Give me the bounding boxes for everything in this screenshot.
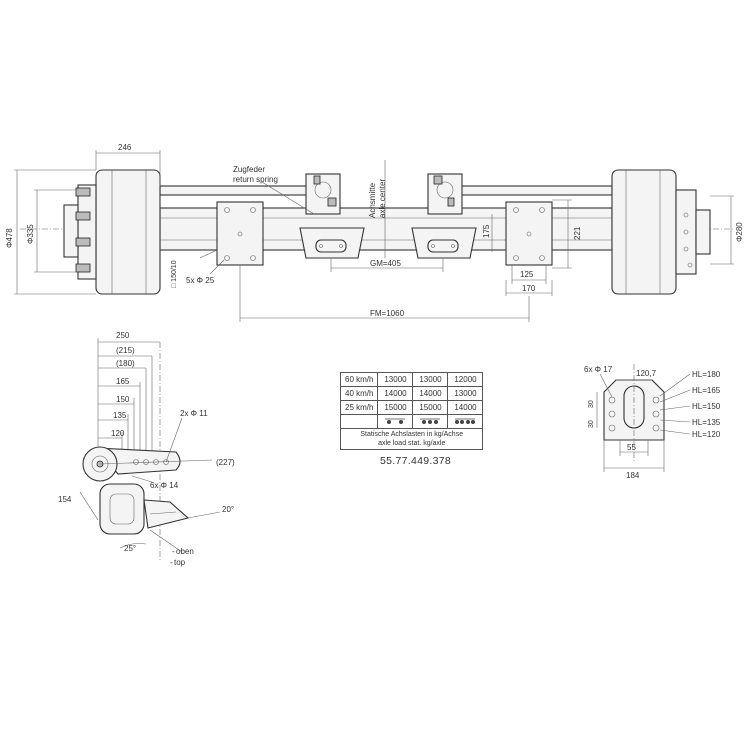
svg-text:-: - <box>170 558 173 567</box>
top-label-de: oben <box>176 547 194 556</box>
dim-120: 120 <box>111 429 125 438</box>
bracket-view: 6x Φ 17 120,7 30 30 HL=180 HL=165 HL=150… <box>584 364 721 480</box>
camshaft-right <box>459 185 613 196</box>
table-row: 40 km/h 14000 14000 13000 <box>339 386 484 401</box>
dim-dia-478: Φ478 <box>5 228 14 248</box>
spring-label-de: Zugfeder <box>233 165 265 174</box>
load-table: 60 km/h 13000 13000 12000 40 km/h 14000 … <box>339 372 484 450</box>
table-note-row: Statische Achslasten in kg/Achse axle lo… <box>339 428 484 450</box>
hl-150: HL=150 <box>692 402 721 411</box>
axle-config-icon <box>377 414 414 429</box>
dim-120-7: 120,7 <box>636 369 657 378</box>
center-label-de: Achsmitte <box>368 182 377 218</box>
camshaft-left <box>159 185 311 196</box>
dim-150: 150 <box>116 395 130 404</box>
holes-14: 6x Φ 14 <box>150 481 179 490</box>
dim-180: (180) <box>116 359 135 368</box>
spring-seat-left <box>216 201 264 266</box>
dim-246: 246 <box>118 143 132 152</box>
load-cell: 13000 <box>377 372 414 387</box>
side-view: 250 (215) (180) 165 150 135 120 2x Φ 11 … <box>58 331 235 567</box>
dim-227: (227) <box>216 458 235 467</box>
angle-25: 25° <box>124 544 136 553</box>
chamber-bracket-right <box>411 227 477 259</box>
table-row: 25 km/h 15000 15000 14000 <box>339 400 484 415</box>
square-tube <box>99 483 145 535</box>
load-cell: 14000 <box>447 400 484 415</box>
load-cell: 15000 <box>412 400 449 415</box>
load-cell: 13000 <box>412 372 449 387</box>
holes-11: 2x Φ 11 <box>180 409 208 418</box>
square-note: □ 150/10 <box>171 260 178 288</box>
bolt-note: 5x Φ 25 <box>186 276 215 285</box>
bracket-holes: 6x Φ 17 <box>584 365 613 374</box>
dim-250: 250 <box>116 331 130 340</box>
slack-adjuster-left <box>305 173 341 215</box>
top-label-en: top <box>174 558 186 567</box>
load-cell: 15000 <box>377 400 414 415</box>
dim-55: 55 <box>627 443 636 452</box>
chamber-bracket-left <box>299 227 365 259</box>
spring-seat-right <box>505 201 553 266</box>
load-cell: 13000 <box>447 386 484 401</box>
load-cell: 14000 <box>412 386 449 401</box>
hl-120: HL=120 <box>692 430 721 439</box>
hl-135: HL=135 <box>692 418 721 427</box>
dim-175: 175 <box>482 224 491 238</box>
table-note-en: axle load stat. kg/axle <box>378 440 446 447</box>
dim-135: 135 <box>113 411 127 420</box>
dim-dia-280: Φ280 <box>735 222 744 242</box>
brake-drum-right <box>611 169 711 295</box>
part-number: 55.77.449.378 <box>380 455 452 467</box>
dim-184: 184 <box>626 471 640 480</box>
table-row: 60 km/h 13000 13000 12000 <box>339 372 484 387</box>
brake-drum-left <box>63 169 161 295</box>
front-view: Zugfeder return spring Achsmitte axle ce… <box>5 143 744 322</box>
load-cell: 12000 <box>447 372 484 387</box>
dim-125: 125 <box>520 270 534 279</box>
hl-165: HL=165 <box>692 386 721 395</box>
dim-30a: 30 <box>588 400 595 408</box>
dim-215: (215) <box>116 346 135 355</box>
dim-165: 165 <box>116 377 130 386</box>
speed-cell: 25 km/h <box>339 400 379 415</box>
angle-20: 20° <box>222 505 234 514</box>
dim-30b: 30 <box>588 420 595 428</box>
spring-label-en: return spring <box>233 175 278 184</box>
table-note-de: Statische Achslasten in kg/Achse <box>360 431 464 438</box>
hl-180: HL=180 <box>692 370 721 379</box>
dim-gm: GM=405 <box>370 259 401 268</box>
dim-170: 170 <box>522 284 536 293</box>
center-label-en: axle center <box>378 179 387 218</box>
dim-154: 154 <box>58 495 72 504</box>
svg-text:-: - <box>172 547 175 556</box>
dim-dia-335: Φ335 <box>26 224 35 244</box>
axle-config-icon <box>447 414 484 429</box>
slack-adjuster-right <box>427 173 463 215</box>
table-row-icons <box>339 414 484 429</box>
speed-cell: 60 km/h <box>339 372 379 387</box>
dim-fm: FM=1060 <box>370 309 405 318</box>
wheel-studs-left <box>75 187 91 273</box>
speed-cell: 40 km/h <box>339 386 379 401</box>
dim-221: 221 <box>573 226 582 240</box>
axle-config-icon <box>412 414 449 429</box>
load-cell: 14000 <box>377 386 414 401</box>
